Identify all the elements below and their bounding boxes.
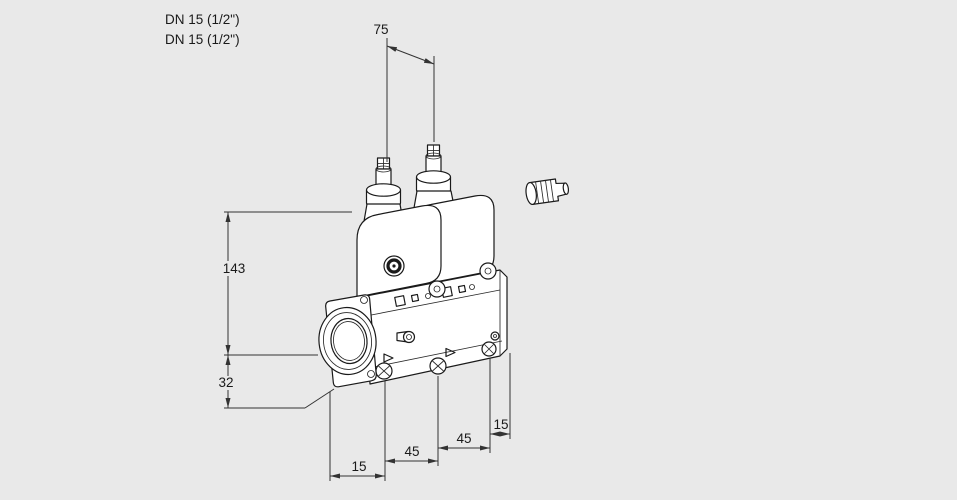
flow-direction-arrows bbox=[383, 347, 456, 363]
pipe-flange bbox=[318, 294, 377, 388]
dn-label-2: DN 15 (1/2") bbox=[165, 32, 240, 47]
dimension-left-offset: 32 bbox=[213, 355, 335, 409]
flange-bolts bbox=[375, 331, 500, 380]
pipe-bore bbox=[330, 317, 368, 365]
test-nipple bbox=[396, 330, 416, 344]
dim-label-left-height: 143 bbox=[223, 261, 246, 276]
coil-housing-left bbox=[356, 204, 442, 298]
dimensions: 75 143 32 15 45 bbox=[213, 22, 511, 481]
dim-label-top-width: 75 bbox=[373, 22, 388, 37]
dim-label-bottom-left: 15 bbox=[351, 459, 366, 474]
dim-label-bottom-mid-left: 45 bbox=[404, 444, 419, 459]
dimension-top-width: 75 bbox=[373, 22, 435, 162]
dim-label-left-offset: 32 bbox=[218, 375, 233, 390]
valve-drawing bbox=[318, 144, 570, 388]
dim-label-bottom-right: 15 bbox=[493, 417, 508, 432]
dn-label-1: DN 15 (1/2") bbox=[165, 12, 240, 27]
dn-labels: DN 15 (1/2") DN 15 (1/2") bbox=[165, 12, 240, 47]
hinge-pins bbox=[428, 262, 497, 298]
dim-label-bottom-mid-right: 45 bbox=[456, 431, 471, 446]
valve-body bbox=[365, 262, 508, 385]
dimension-bottom-chain: 15 45 45 15 bbox=[329, 353, 511, 481]
pipe-thread bbox=[333, 321, 365, 361]
accessory-fitting bbox=[525, 178, 570, 206]
dimension-left-height: 143 bbox=[220, 211, 352, 356]
